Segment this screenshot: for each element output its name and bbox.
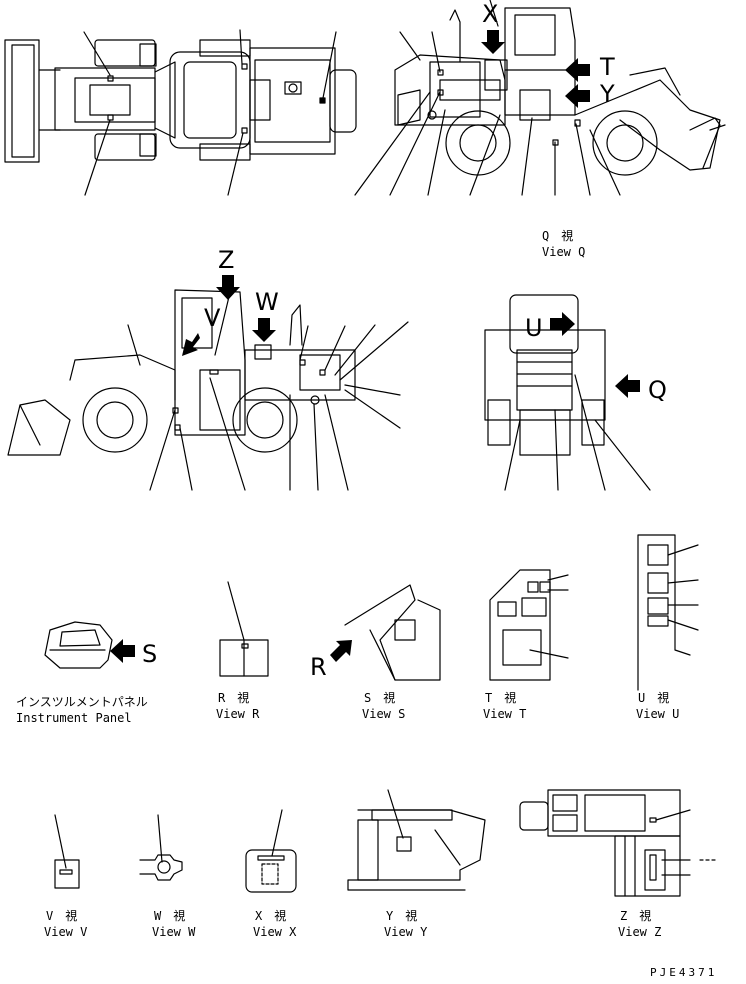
caption-view-v-jp: V 視 — [46, 908, 77, 923]
caption-view-u-jp: U 視 — [638, 690, 669, 705]
caption-view-z-en: View Z — [618, 925, 661, 939]
arrow-s — [110, 639, 135, 663]
view-w-drawing — [139, 814, 183, 881]
view-letter-t: T — [599, 53, 615, 81]
caption-view-v-en: View V — [44, 925, 87, 939]
caption-view-x-en: View X — [253, 925, 297, 939]
arrow-q — [615, 374, 640, 398]
view-letter-v: V — [204, 304, 221, 332]
caption-view-q-en: View Q — [542, 245, 585, 259]
view-letter-q: Q — [648, 376, 667, 404]
view-r-drawing — [219, 581, 269, 677]
top-view-machine — [4, 29, 357, 196]
caption-view-r-jp: R 視 — [218, 690, 249, 705]
view-y-drawing — [347, 789, 486, 891]
arrow-r — [330, 640, 352, 662]
caption-view-w-jp: W 視 — [154, 908, 185, 923]
caption-view-u-en: View U — [636, 707, 679, 721]
caption-view-t-jp: T 視 — [485, 690, 516, 705]
view-v-drawing — [54, 814, 80, 889]
caption-instrument-panel-en: Instrument Panel — [16, 711, 132, 725]
drawing-code: PJE4371 — [650, 966, 717, 979]
caption-view-s-en: View S — [362, 707, 405, 721]
arrow-z — [216, 275, 240, 300]
view-letter-u: U — [525, 314, 543, 342]
caption-view-r-en: View R — [216, 707, 260, 721]
instrument-panel-drawing — [44, 621, 113, 669]
view-x-drawing — [245, 809, 297, 893]
view-z-drawing — [519, 789, 716, 897]
caption-view-s-jp: S 視 — [364, 690, 395, 705]
arrow-t — [565, 58, 590, 82]
view-letter-w: W — [255, 288, 279, 316]
view-u-drawing — [637, 534, 699, 691]
caption-view-z-jp: Z 視 — [620, 908, 651, 923]
view-letter-x: X — [482, 0, 498, 28]
caption-instrument-panel-jp: インスツルメントパネル — [16, 695, 148, 709]
caption-view-y-en: View Y — [384, 925, 428, 939]
arrow-u — [550, 312, 575, 336]
caption-view-w-en: View W — [152, 925, 196, 939]
caption-view-x-jp: X 視 — [255, 908, 286, 923]
side-view-machine-right — [354, 0, 726, 196]
caption-view-y-jp: Y 視 — [386, 908, 417, 923]
view-letter-y: Y — [599, 80, 615, 108]
view-t-drawing — [489, 569, 569, 681]
caption-view-q-jp: Q 視 — [542, 228, 573, 243]
side-view-machine-left — [7, 279, 409, 491]
caption-view-t-en: View T — [483, 707, 526, 721]
view-s-drawing — [344, 584, 441, 681]
view-letter-s: S — [142, 640, 157, 668]
arrow-v — [182, 333, 200, 356]
view-letter-z: Z — [218, 246, 234, 274]
arrow-w — [252, 318, 276, 342]
view-letter-r: R — [310, 653, 327, 681]
arrow-x — [481, 30, 505, 54]
arrow-y — [565, 84, 590, 108]
